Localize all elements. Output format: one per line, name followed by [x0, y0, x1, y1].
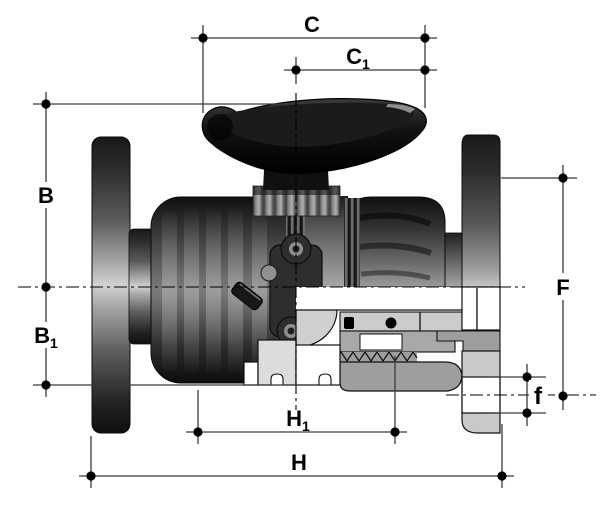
oring-round [385, 317, 397, 329]
dimension-c: C [191, 12, 437, 113]
right-union-nut [344, 196, 446, 288]
section-flange [461, 286, 501, 434]
section-tab-small [243, 361, 259, 386]
carrier-window [359, 333, 403, 351]
dimension-h: H [79, 424, 514, 488]
cross-section [243, 286, 501, 434]
dimension-label-c1: C1 [346, 44, 370, 72]
section-bore [296, 287, 500, 310]
dimension-label-f-minor: f [534, 383, 543, 410]
nut-notch-2 [318, 373, 332, 386]
dimension-label-h1: H1 [286, 406, 310, 434]
oring-seal [344, 317, 354, 329]
handle-knob [207, 114, 233, 140]
handle-highlight [386, 104, 415, 113]
handle [201, 98, 427, 174]
flange-upper [461, 350, 501, 378]
dimension-label-h: H [291, 450, 307, 475]
dimension-b: B B1 [28, 92, 298, 397]
right-hub [442, 232, 464, 288]
nut-notch-1 [270, 373, 284, 386]
dimension-label-b1: B1 [34, 323, 58, 351]
section-connector [339, 361, 463, 392]
right-nut-knurl [344, 198, 360, 287]
valve-body-render [91, 98, 501, 434]
plate-arm-hole [260, 264, 278, 282]
dimension-h1: H1 [186, 356, 407, 444]
section-body-wedge [295, 309, 338, 348]
left-flange [91, 136, 131, 434]
centerlines [18, 93, 596, 410]
dimension-label-c: C [304, 12, 320, 37]
dimension-label-f-major: F [556, 275, 569, 300]
dimension-f-minor: f [487, 364, 548, 426]
dimension-label-b: B [38, 183, 54, 208]
section-nut-right [295, 344, 341, 386]
dimension-c1: C1 [284, 44, 437, 84]
flange-lower [461, 412, 501, 434]
dimensions: C C1 B B1 F [28, 12, 577, 488]
right-flange [461, 134, 501, 288]
dimension-f-major: F [501, 165, 577, 410]
